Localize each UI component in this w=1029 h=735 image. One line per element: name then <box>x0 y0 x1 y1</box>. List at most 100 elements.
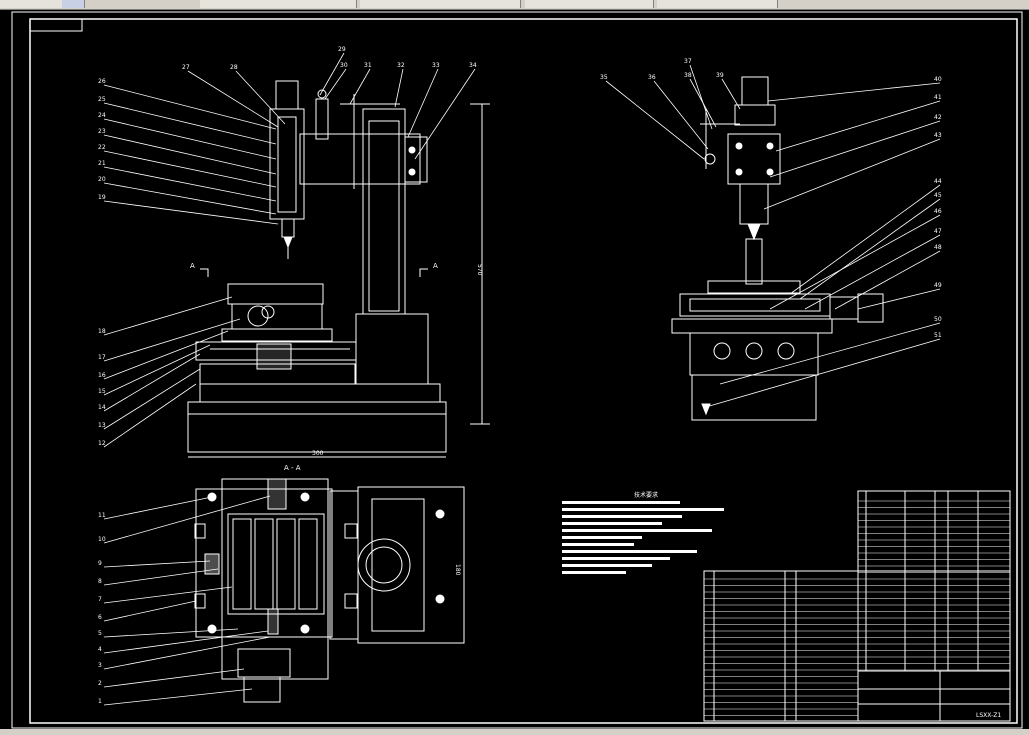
callout-number: 6 <box>98 614 102 621</box>
dimension-height: 570 <box>476 264 483 276</box>
callout-leader <box>799 198 941 300</box>
side-view <box>671 76 884 421</box>
cad-drawing-canvas[interactable]: 300 570 A A <box>0 9 1029 729</box>
callout-number: 14 <box>98 404 106 411</box>
callout-number: 7 <box>98 596 102 603</box>
callout-number: 16 <box>98 372 106 379</box>
callout-number: 30 <box>340 62 348 69</box>
callout-number: 24 <box>98 112 106 119</box>
callout-leader <box>103 628 239 638</box>
callout-number: 46 <box>934 208 942 215</box>
callout-leader <box>857 288 941 310</box>
callout-leader <box>394 68 404 108</box>
callout-number: 25 <box>98 96 106 103</box>
callout-number: 32 <box>397 62 405 69</box>
callout-leader <box>103 368 201 430</box>
toolbar-segment[interactable] <box>360 0 521 8</box>
callout-leader <box>103 353 201 412</box>
callout-number: 49 <box>934 282 942 289</box>
callout-number: 42 <box>934 114 942 121</box>
callout-number: 11 <box>98 512 106 519</box>
callout-leader <box>103 568 219 586</box>
callout-leader <box>689 78 717 128</box>
callout-leader <box>103 330 229 380</box>
callout-leader <box>103 182 277 215</box>
drawing-corner-box <box>29 18 83 32</box>
callout-number: 33 <box>432 62 440 69</box>
drawing-outer-frame <box>11 11 1023 729</box>
callout-number: 29 <box>338 46 346 53</box>
section-marker-right: A <box>433 262 438 270</box>
callout-leader <box>103 688 253 706</box>
callout-number: 5 <box>98 630 102 637</box>
callout-number: 3 <box>98 662 102 669</box>
callout-leader <box>103 296 233 336</box>
toolbar-segment[interactable] <box>657 0 778 8</box>
callout-number: 8 <box>98 578 102 585</box>
toolbar-segment[interactable] <box>0 0 63 8</box>
dimension-side: 180 <box>454 564 461 576</box>
callout-leader <box>187 70 279 128</box>
callout-number: 36 <box>648 74 656 81</box>
callout-number: 38 <box>684 72 692 79</box>
callout-number: 41 <box>934 94 942 101</box>
callout-leader <box>103 84 277 130</box>
callout-number: 34 <box>469 62 477 69</box>
callout-leader <box>319 52 345 96</box>
callout-number: 28 <box>230 64 238 71</box>
toolbar-segment[interactable] <box>200 0 357 8</box>
callout-number: 15 <box>98 388 106 395</box>
callout-number: 45 <box>934 192 942 199</box>
callout-number: 44 <box>934 178 942 185</box>
callout-leader <box>103 118 277 160</box>
parts-list <box>703 490 1011 722</box>
callout-leader <box>689 64 713 130</box>
callout-number: 50 <box>934 316 942 323</box>
callout-leader <box>719 322 941 385</box>
callout-leader <box>235 70 286 125</box>
callout-leader <box>103 150 277 188</box>
callout-leader <box>407 68 439 138</box>
drawing-inner-frame <box>29 18 1018 724</box>
callout-number: 4 <box>98 646 102 653</box>
callout-number: 17 <box>98 354 106 361</box>
callout-number: 51 <box>934 332 942 339</box>
callout-leader <box>103 586 233 604</box>
callout-leader <box>103 636 271 670</box>
technical-requirements <box>562 501 724 574</box>
callout-number: 21 <box>98 160 106 167</box>
callout-leader <box>769 214 941 310</box>
cad-statusbar <box>0 729 1029 735</box>
callout-number: 40 <box>934 76 942 83</box>
toolbar-icon[interactable] <box>62 0 85 8</box>
callout-leader <box>103 630 269 654</box>
callout-number: 9 <box>98 560 102 567</box>
callout-number: 20 <box>98 176 106 183</box>
callout-number: 39 <box>716 72 724 79</box>
callout-leader <box>324 68 347 100</box>
callout-number: 26 <box>98 78 106 85</box>
callout-leader <box>763 138 941 210</box>
section-plan-view <box>194 478 465 703</box>
section-title: A - A <box>284 464 301 472</box>
callout-leader <box>775 100 941 152</box>
callout-leader <box>103 344 211 396</box>
callout-leader <box>103 600 197 622</box>
callout-leader <box>103 318 241 362</box>
callout-number: 1 <box>98 698 102 705</box>
callout-number: 27 <box>182 64 190 71</box>
callout-number: 18 <box>98 328 106 335</box>
callout-leader <box>769 120 941 178</box>
callout-leader <box>103 134 277 175</box>
callout-number: 19 <box>98 194 106 201</box>
callout-leader <box>721 78 741 110</box>
dimension-width: 300 <box>312 450 324 457</box>
title-block-label: LSXX-Z1 <box>976 712 1001 719</box>
callout-number: 31 <box>364 62 372 69</box>
callout-leader <box>103 668 245 688</box>
callout-leader <box>349 68 371 105</box>
callout-leader <box>103 166 277 202</box>
callout-number: 22 <box>98 144 106 151</box>
toolbar-segment[interactable] <box>525 0 654 8</box>
callout-number: 47 <box>934 228 942 235</box>
